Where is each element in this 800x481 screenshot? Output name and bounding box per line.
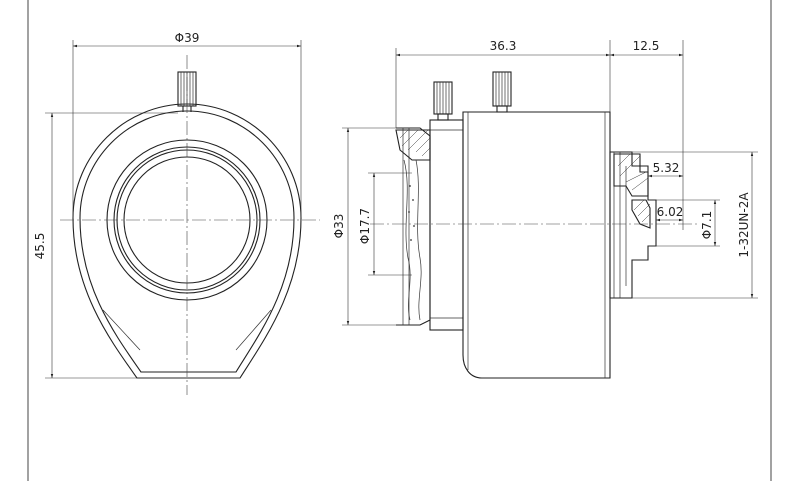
front-view: Φ39 45.5 (33, 31, 320, 395)
dim-height-45-5: 45.5 (33, 233, 47, 260)
side-rear-mount (609, 151, 657, 299)
dim-length-5-32: 5.32 (653, 161, 680, 175)
dim-diameter-33: Φ33 (332, 214, 346, 239)
side-thumb-screw-right (492, 71, 512, 113)
side-front-section-hatch (395, 129, 431, 321)
dim-diameter-17-7: Φ17.7 (358, 208, 372, 244)
front-lower-right-flat (235, 309, 272, 351)
dim-thread-spec: 1-32UN-2A (737, 192, 751, 258)
dim-length-6-02: 6.02 (657, 205, 684, 219)
side-zoom-ring (429, 119, 464, 331)
side-thumb-screw-left (433, 81, 453, 121)
side-front-flange (396, 127, 431, 326)
front-lower-left-flat (102, 309, 141, 351)
side-view: 36.3 12.5 Φ33 Φ17.7 5.32 6.02 Φ7.1 1-32U… (332, 39, 758, 379)
dim-diameter-7-1: Φ7.1 (700, 211, 714, 240)
dim-length-36-3: 36.3 (490, 39, 517, 53)
side-rear-section-hatch (613, 153, 651, 229)
dim-diameter-39: Φ39 (175, 31, 200, 45)
dim-length-12-5: 12.5 (633, 39, 660, 53)
side-main-body (462, 111, 611, 379)
